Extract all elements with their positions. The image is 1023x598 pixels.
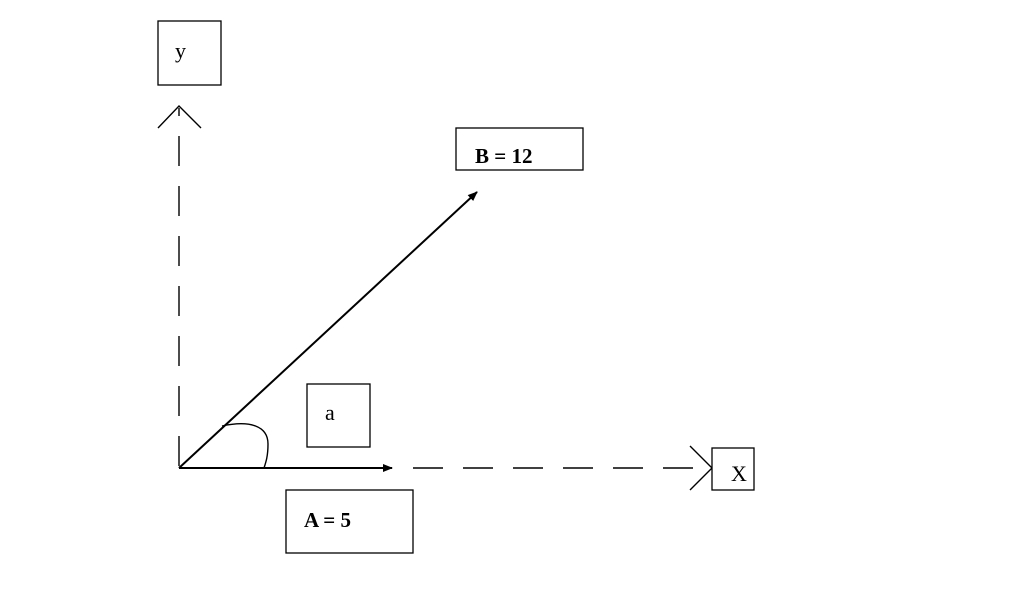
vector-b-arrow <box>178 191 478 469</box>
x-axis-label-box: X <box>711 447 755 491</box>
y-axis-arrow-icon <box>157 104 202 129</box>
vector-b-label-box: B = 12 <box>455 127 584 171</box>
vector-b-label: B = 12 <box>475 144 532 168</box>
angle-arc <box>221 423 269 469</box>
y-axis-label-box: y <box>157 20 222 86</box>
x-axis <box>413 445 713 491</box>
angle-label: a <box>325 400 335 425</box>
x-axis-arrow-icon <box>689 445 713 491</box>
vector-a-label: A = 5 <box>304 508 351 532</box>
x-axis-label: X <box>731 461 747 486</box>
vector-a-label-box: A = 5 <box>285 489 414 554</box>
y-axis-label: y <box>175 38 186 63</box>
y-axis <box>157 104 202 466</box>
angle-label-box: a <box>306 383 371 448</box>
